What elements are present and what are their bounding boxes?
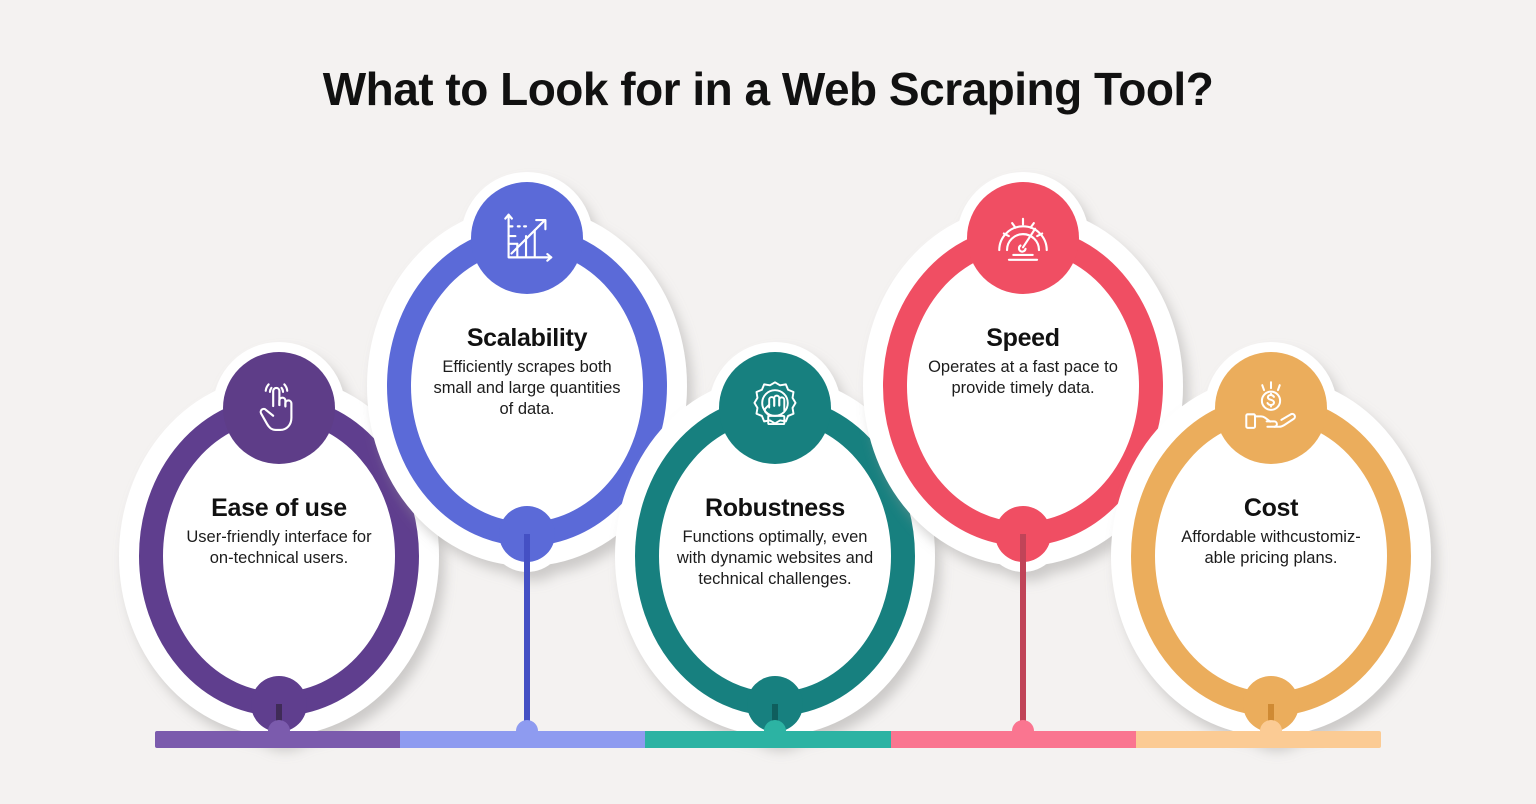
node-ring-graphic xyxy=(1111,342,1431,742)
bar-connector-robustness xyxy=(764,720,786,731)
node-stem-ease-of-use xyxy=(276,704,282,731)
node-title: Speed xyxy=(986,324,1060,352)
bar-segment-5 xyxy=(1135,731,1382,748)
node-ring-graphic xyxy=(367,172,687,572)
hand-holding-coin-icon xyxy=(1215,352,1327,464)
node-stem-cost xyxy=(1268,704,1274,731)
node-description: Affordable withcustomiz- able pricing pl… xyxy=(1181,528,1361,568)
bar-connector-ease-of-use xyxy=(268,720,290,731)
bar-connector-cost xyxy=(1260,720,1282,731)
node-stage: Cost Affordable withcustomiz- able prici… xyxy=(1111,342,1431,746)
growth-chart-icon xyxy=(471,182,583,294)
bar-connector-scalability xyxy=(516,720,538,731)
node-description: User-friendly interface for on-technical… xyxy=(186,528,372,568)
node-stem-robustness xyxy=(772,704,778,731)
node-text-block: Ease of use User-friendly interface for … xyxy=(177,494,381,569)
speedometer-icon xyxy=(967,182,1079,294)
node-interior xyxy=(399,238,655,534)
node-icon-circle xyxy=(223,352,335,464)
node-icon-circle xyxy=(719,352,831,464)
bar-segment-3 xyxy=(645,731,891,748)
node-stage: Scalability Efficiently scrapes both sma… xyxy=(367,172,687,576)
infographic-node-scalability: Scalability Efficiently scrapes both sma… xyxy=(367,172,687,576)
node-description: Efficiently scrapes both small and large… xyxy=(433,358,621,419)
page-title: What to Look for in a Web Scraping Tool? xyxy=(322,63,1214,115)
node-title: Robustness xyxy=(704,494,846,522)
node-interior xyxy=(647,408,903,704)
node-icon-circle xyxy=(967,182,1079,294)
node-ring-graphic xyxy=(863,172,1183,572)
node-stage: Speed Operates at a fast pace to provide… xyxy=(863,172,1183,576)
infographic-node-speed: Speed Operates at a fast pace to provide… xyxy=(863,172,1183,576)
node-title: Scalability xyxy=(466,324,588,352)
node-interior xyxy=(1143,408,1399,704)
node-icon-circle xyxy=(1215,352,1327,464)
node-title: Cost xyxy=(1243,494,1299,522)
node-text-block: Scalability Efficiently scrapes both sma… xyxy=(425,324,629,420)
node-text-block: Robustness Functions optimally, even wit… xyxy=(673,494,877,590)
node-interior xyxy=(151,408,407,704)
node-text-block: Speed Operates at a fast pace to provide… xyxy=(921,324,1125,399)
bar-segment-1 xyxy=(155,731,401,748)
node-description: Operates at a fast pace to provide timel… xyxy=(928,358,1118,398)
tap-hand-icon xyxy=(223,352,335,464)
fist-in-gear-icon xyxy=(719,352,831,464)
node-title: Ease of use xyxy=(211,494,347,522)
node-interior xyxy=(895,238,1151,534)
node-description: Functions optimally, even with dynamic w… xyxy=(676,528,874,589)
infographic-node-cost: Cost Affordable withcustomiz- able prici… xyxy=(1111,342,1431,746)
baseline-bar xyxy=(155,731,1382,748)
bar-segment-2 xyxy=(400,731,646,748)
bar-connector-speed xyxy=(1012,720,1034,731)
node-text-block: Cost Affordable withcustomiz- able prici… xyxy=(1169,494,1373,569)
bar-segment-4 xyxy=(890,731,1136,748)
node-stem-scalability xyxy=(524,534,530,731)
node-stem-speed xyxy=(1020,534,1026,731)
